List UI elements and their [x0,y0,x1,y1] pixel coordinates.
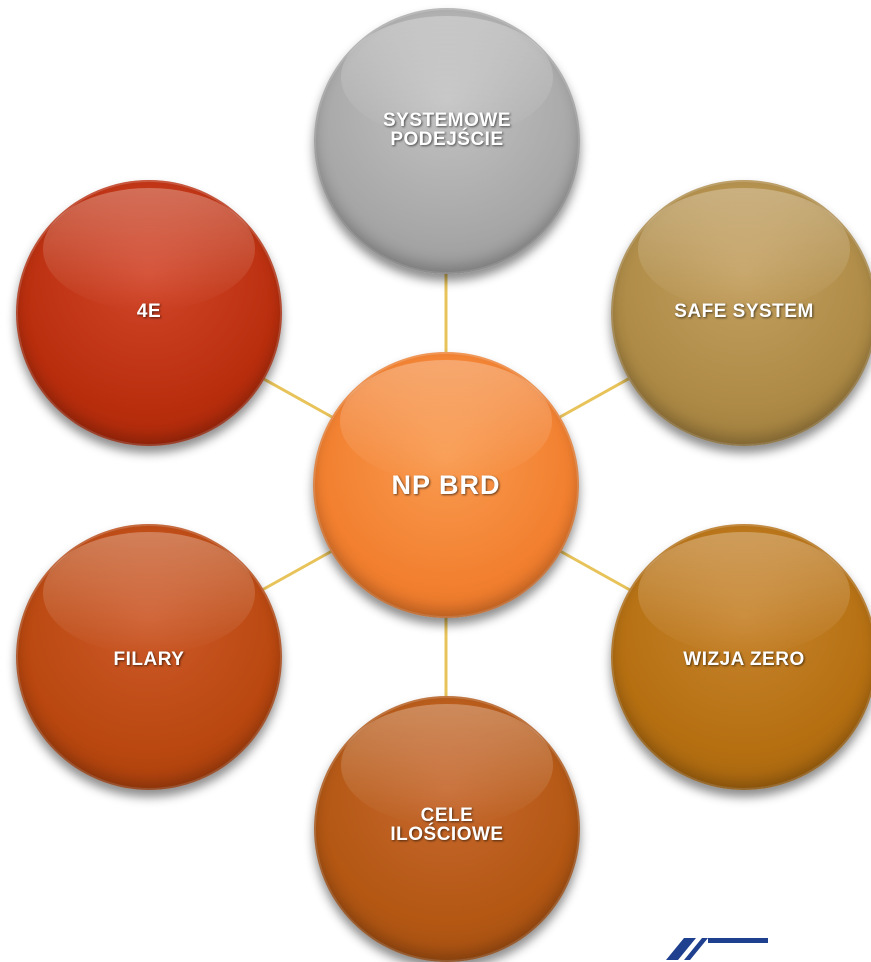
node-filary: FILARY [16,524,282,790]
connector-lower-right [559,549,631,592]
node-safe-system: SAFE SYSTEM [611,180,871,446]
node-cele-ilosciowe: CELE ILOŚCIOWE [314,696,580,962]
node-label-line: ILOŚCIOWE [390,824,504,845]
node-label: SAFE SYSTEM [674,301,814,322]
node-label: 4E [136,301,162,322]
node-label-line: SYSTEMOWE [382,110,511,131]
node-wizja-zero: WIZJA ZERO [611,524,871,790]
node-label: CELE ILOŚCIOWE [390,806,503,844]
center-label: NP BRD [391,470,501,500]
node-4e: 4E [16,180,282,446]
logo-icon [666,938,768,960]
node-systemowe-podejscie: SYSTEMOWE PODEJŚCIE [314,8,580,274]
node-label-line: PODEJŚCIE [390,129,504,150]
node-label-line: CELE [420,805,474,826]
connector-lower-left [261,549,333,592]
node-label: SYSTEMOWE PODEJŚCIE [383,111,511,149]
connector-upper-left [261,376,333,419]
node-label: FILARY [113,649,185,670]
node-np-brd: NP BRD [313,352,579,618]
node-label: WIZJA ZERO [683,649,805,670]
connector-upper-right [559,376,631,419]
